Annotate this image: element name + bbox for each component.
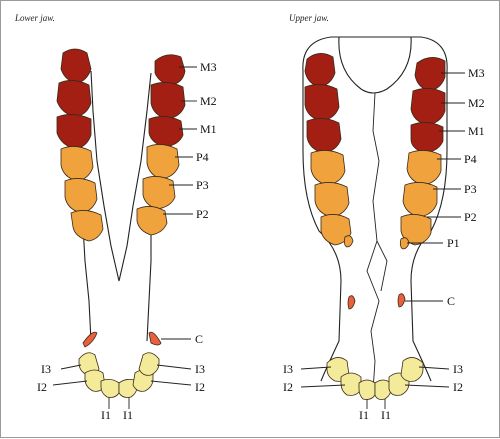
label-upper-c: C [447,294,455,308]
label-upper-i1-right: I1 [381,408,391,422]
label-p3: P3 [196,178,209,192]
leader-line-upper-i3-left [300,366,332,370]
lower-right-premolar-p4 [146,144,180,180]
lower-jaw: M3 M2 M1 P4 P3 P2 C I3 I2 I1 I1 I3 I2 [37,48,217,422]
label-m3: M3 [200,60,217,74]
label-upper-m3: M3 [468,66,485,80]
lower-jaw-outer-right [146,226,152,342]
upper-right-molar-m1 [410,122,444,154]
upper-right-molar-m3 [414,57,446,92]
lower-left-premolar-p2 [70,210,104,242]
lower-left-canine [82,331,98,348]
label-c: C [195,332,203,346]
lower-right-molar-m2 [150,82,186,120]
label-upper-i2-left: I2 [283,380,293,394]
label-upper-i3-right: I3 [453,362,463,376]
upper-right-premolar-p1 [399,237,410,250]
leader-line-i3-right [156,364,192,370]
label-i2-right: I2 [195,380,205,394]
label-upper-p2: P2 [464,210,477,224]
label-upper-i2-right: I2 [453,380,463,394]
lower-right-molar-m3 [154,54,186,86]
lower-right-molar-m1 [148,116,184,148]
upper-incisor-i2-left [340,372,362,396]
lower-jaw-outline [90,70,152,282]
label-i1-left: I1 [101,408,111,422]
label-p2: P2 [196,207,209,221]
lower-incisor-i3-right [138,352,160,376]
leader-line-upper-i2-right [404,384,450,388]
lower-left-premolar-p4 [60,146,94,182]
upper-jaw-suture-branch [376,240,388,292]
upper-jaw: M3 M2 M1 P4 P3 P2 P1 C I3 I2 I1 I1 I3 I2 [283,36,485,422]
upper-right-premolar-p3 [402,182,438,218]
upper-left-premolar-p4 [310,150,346,186]
label-i3-left: I3 [41,362,51,376]
label-upper-m1: M1 [468,124,485,138]
leader-line-i2-left [52,380,88,386]
label-i2-left: I2 [37,380,47,394]
upper-left-molar-m1 [306,118,342,154]
lower-left-molar-m3 [60,48,92,84]
lower-incisor-i2-left [84,369,106,392]
lower-right-premolar-p3 [142,176,176,210]
lower-jaw-outer-left [82,225,92,342]
lower-incisor-i1-right [118,379,138,398]
upper-left-molar-m2 [304,84,340,122]
upper-jaw-title: Upper jaw. [289,13,329,23]
leader-line-upper-i2-left [300,384,346,388]
label-p4: P4 [196,150,209,164]
upper-left-canine [347,295,356,310]
upper-jaw-suture [366,92,380,392]
lower-incisor-i1-left [100,379,120,398]
upper-incisor-i1-left [358,379,376,400]
lower-left-premolar-p3 [64,178,98,214]
upper-right-canine [397,293,406,308]
leader-line-i2-right [150,380,192,386]
lower-left-molar-m1 [56,114,92,150]
label-upper-i3-left: I3 [283,362,293,376]
label-upper-p4: P4 [464,152,477,166]
label-upper-m2: M2 [468,96,485,110]
upper-incisor-i1-right [374,379,392,400]
upper-incisor-i3-right [400,357,424,382]
upper-right-premolar-p4 [406,150,442,186]
leader-line-upper-i3-right [418,366,450,370]
lower-right-canine [148,331,162,346]
upper-right-molar-m2 [410,88,446,126]
upper-left-premolar-p1 [343,235,354,248]
label-upper-i1-left: I1 [359,408,369,422]
label-m1: M1 [200,122,217,136]
label-i1-right: I1 [123,408,133,422]
lower-jaw-title: Lower jaw. [15,13,55,23]
lower-left-molar-m2 [56,80,92,118]
lower-right-premolar-p2 [136,206,168,236]
label-i3-right: I3 [195,362,205,376]
upper-left-premolar-p3 [314,182,350,218]
label-upper-p3: P3 [464,182,477,196]
label-m2: M2 [200,94,217,108]
upper-left-molar-m3 [304,53,336,88]
label-upper-p1: P1 [447,236,460,250]
leader-line-i3-left [60,364,82,370]
upper-jaw-skull-arch [338,36,412,94]
